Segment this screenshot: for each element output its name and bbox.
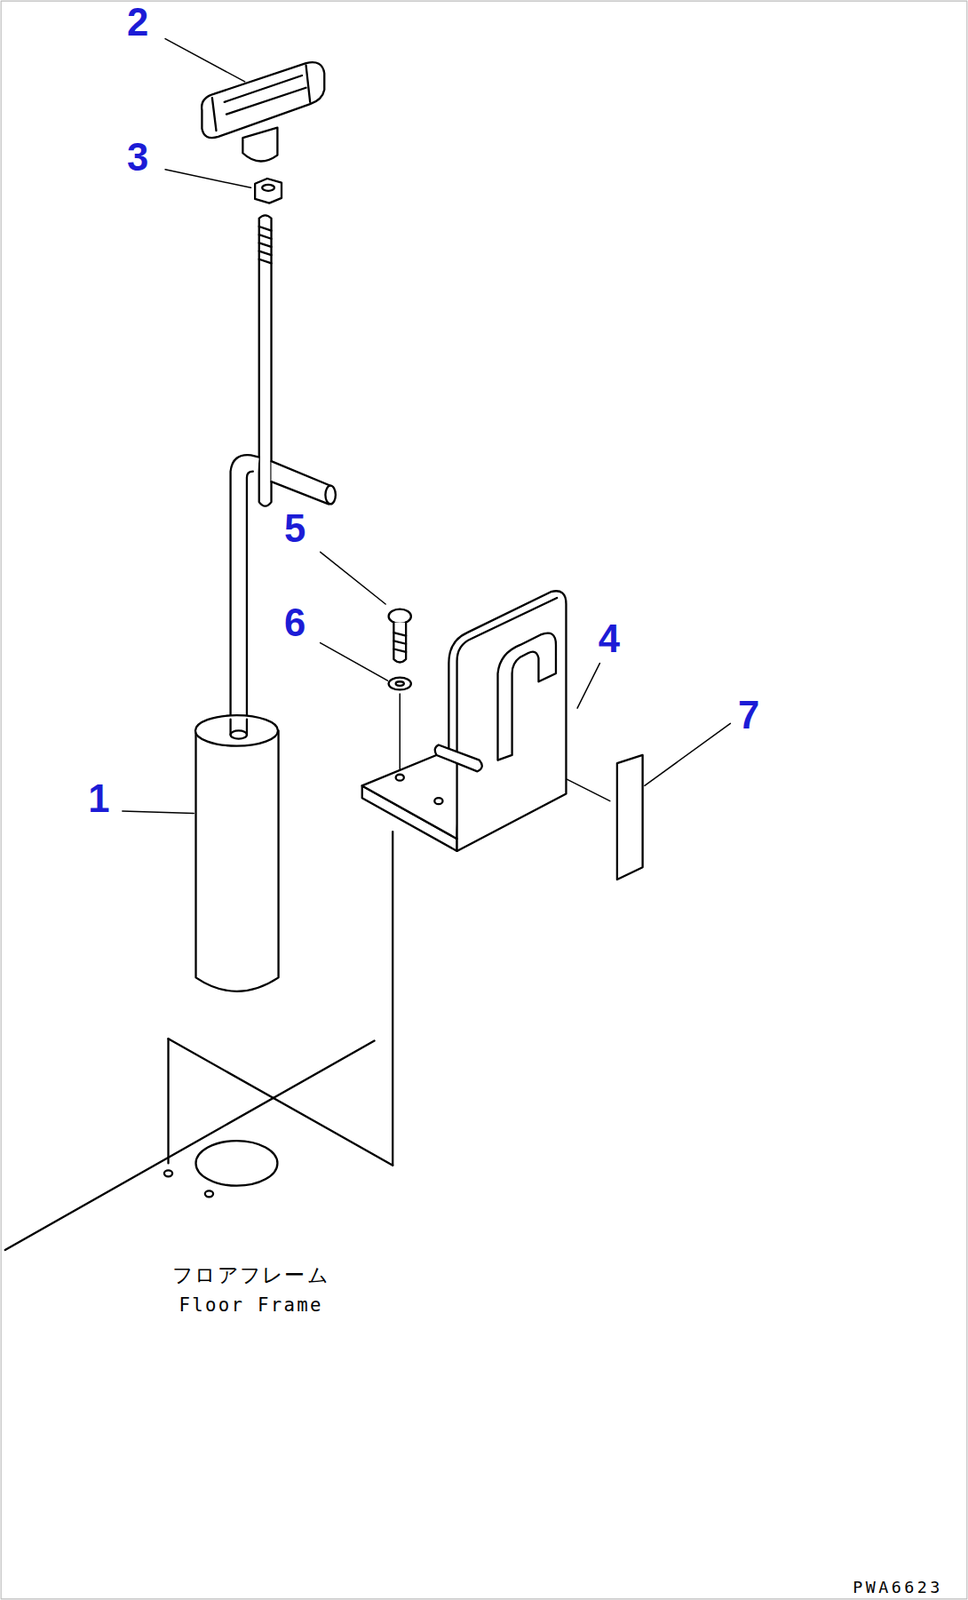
cylinder (195, 714, 279, 992)
callout-number: 3 (126, 137, 149, 177)
t-handle (201, 62, 325, 161)
floor-frame (5, 831, 393, 1250)
callout-number: 6 (284, 603, 306, 643)
drawing-number: PWA6623 (852, 1578, 944, 1595)
callout-number: 5 (284, 508, 306, 548)
nut (254, 178, 282, 204)
leader-lines (122, 39, 731, 814)
bracket (362, 590, 567, 851)
callout-number: 4 (598, 618, 620, 659)
callout-number: 7 (737, 695, 760, 735)
label-plate (617, 754, 643, 880)
part-label: Floor Frame (179, 1295, 324, 1315)
callout-number: 2 (126, 2, 149, 42)
part-label: フロアフレーム (172, 1263, 330, 1285)
callout-number: 1 (87, 779, 110, 819)
screw-washer (388, 609, 412, 770)
rod (259, 214, 272, 506)
bent-rod (230, 454, 336, 743)
